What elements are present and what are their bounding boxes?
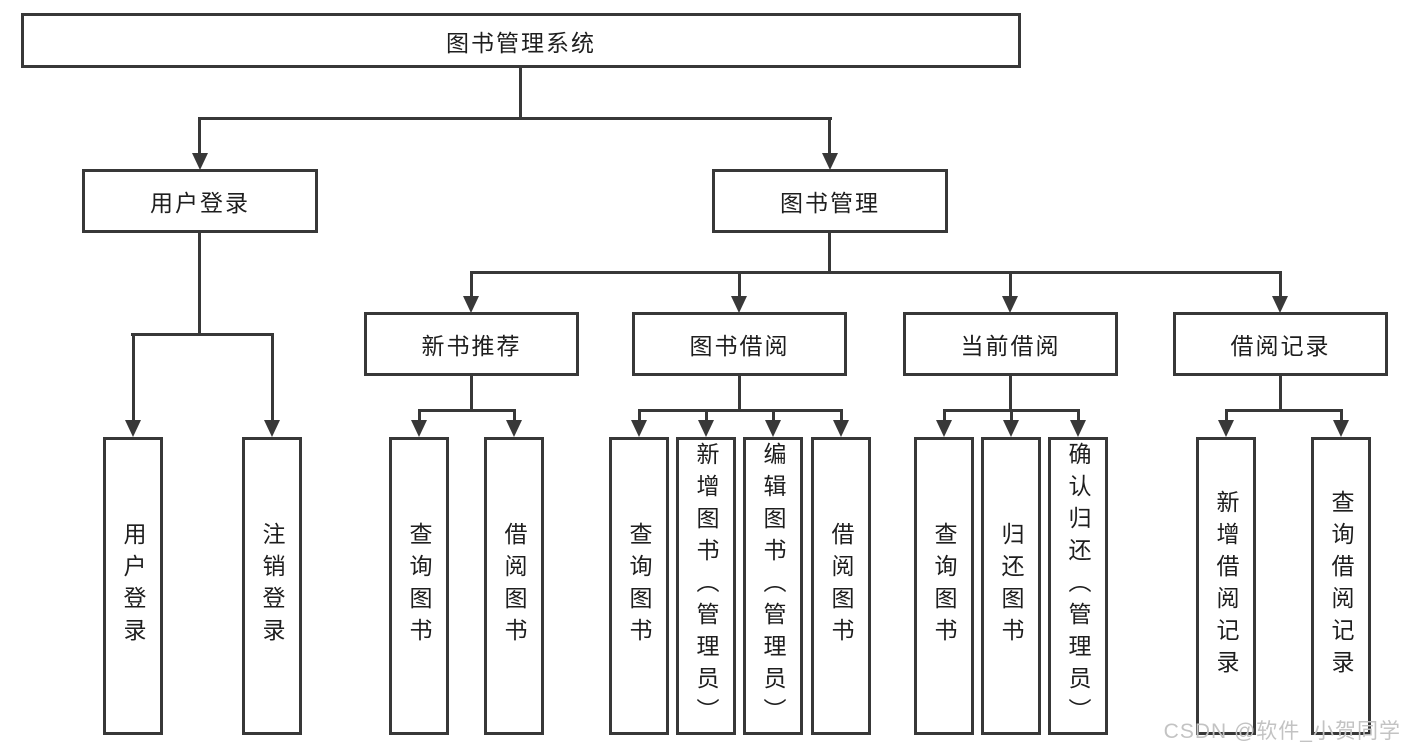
connector-line xyxy=(513,409,516,421)
connector-line xyxy=(418,409,516,412)
arrow-down-icon xyxy=(833,420,849,437)
arrow-down-icon xyxy=(1218,420,1234,437)
node-book-management: 图书管理 xyxy=(712,169,948,233)
connector-line xyxy=(198,117,201,155)
connector-line xyxy=(738,271,741,298)
connector-line xyxy=(470,271,473,298)
arrow-down-icon xyxy=(125,420,141,437)
arrow-down-icon xyxy=(936,420,952,437)
connector-line xyxy=(198,117,832,120)
connector-line xyxy=(1010,409,1013,421)
connector-line xyxy=(132,333,135,421)
connector-line xyxy=(131,333,273,336)
connector-line xyxy=(418,409,421,421)
connector-line xyxy=(772,409,775,421)
arrow-down-icon xyxy=(192,153,208,170)
connector-line xyxy=(470,375,473,411)
node-new-book-recommend: 新书推荐 xyxy=(364,312,579,376)
leaf-add-borrow-record: 新增借阅记录 xyxy=(1196,437,1256,735)
arrow-down-icon xyxy=(264,420,280,437)
node-book-borrow: 图书借阅 xyxy=(632,312,847,376)
connector-line xyxy=(840,409,843,421)
connector-line xyxy=(1340,409,1343,421)
arrow-down-icon xyxy=(1272,296,1288,313)
watermark: CSDN @软件_小贺同学 xyxy=(1163,720,1401,743)
leaf-add-book-admin: 新增图书（管理员） xyxy=(676,437,736,735)
leaf-query-book-current: 查询图书 xyxy=(914,437,974,735)
connector-line xyxy=(705,409,708,421)
connector-line xyxy=(1225,409,1343,412)
connector-line xyxy=(1009,375,1012,411)
connector-line xyxy=(470,271,1282,274)
leaf-borrow-book-recommend: 借阅图书 xyxy=(484,437,544,735)
node-borrow-records: 借阅记录 xyxy=(1173,312,1388,376)
connector-line xyxy=(1225,409,1228,421)
connector-line xyxy=(519,66,522,119)
connector-line xyxy=(828,117,831,155)
connector-line xyxy=(638,409,843,412)
leaf-return-book: 归还图书 xyxy=(981,437,1041,735)
arrow-down-icon xyxy=(765,420,781,437)
connector-line xyxy=(828,232,831,274)
node-root: 图书管理系统 xyxy=(21,13,1021,68)
connector-line xyxy=(943,409,946,421)
arrow-down-icon xyxy=(631,420,647,437)
connector-line xyxy=(1279,375,1282,411)
arrow-down-icon xyxy=(463,296,479,313)
leaf-query-borrow-record: 查询借阅记录 xyxy=(1311,437,1371,735)
connector-line xyxy=(1077,409,1080,421)
connector-line xyxy=(1009,271,1012,298)
arrow-down-icon xyxy=(822,153,838,170)
arrow-down-icon xyxy=(698,420,714,437)
connector-line xyxy=(271,333,274,421)
arrow-down-icon xyxy=(1002,296,1018,313)
leaf-confirm-return-admin: 确认归还（管理员） xyxy=(1048,437,1108,735)
leaf-user-login: 用户登录 xyxy=(103,437,163,735)
node-current-borrow: 当前借阅 xyxy=(903,312,1118,376)
leaf-borrow-book: 借阅图书 xyxy=(811,437,871,735)
leaf-logout: 注销登录 xyxy=(242,437,302,735)
leaf-query-book-borrow: 查询图书 xyxy=(609,437,669,735)
connector-line xyxy=(198,232,201,335)
arrow-down-icon xyxy=(1333,420,1349,437)
arrow-down-icon xyxy=(1070,420,1086,437)
leaf-query-book-recommend: 查询图书 xyxy=(389,437,449,735)
connector-line xyxy=(1279,271,1282,298)
arrow-down-icon xyxy=(731,296,747,313)
arrow-down-icon xyxy=(1003,420,1019,437)
arrow-down-icon xyxy=(506,420,522,437)
leaf-edit-book-admin: 编辑图书（管理员） xyxy=(743,437,803,735)
arrow-down-icon xyxy=(411,420,427,437)
connector-line xyxy=(738,375,741,411)
node-user-login: 用户登录 xyxy=(82,169,318,233)
connector-line xyxy=(638,409,641,421)
